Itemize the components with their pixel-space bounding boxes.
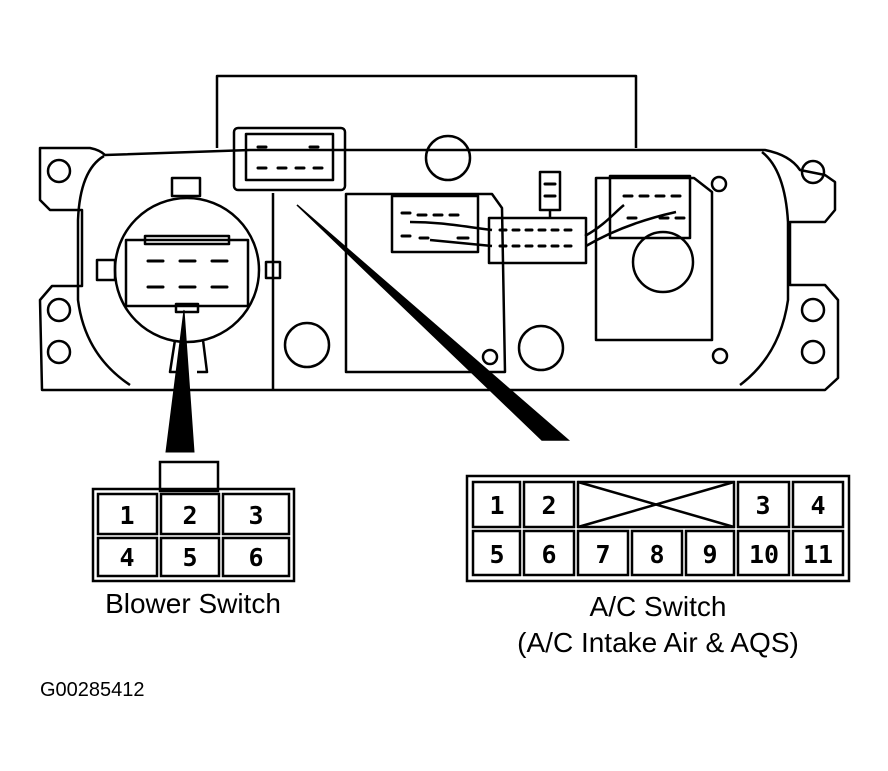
figure-id: G00285412 [40,679,145,701]
control-panel-housing [38,74,840,392]
wiring-harness [409,204,677,248]
connector-pin-marks [146,145,686,289]
ac-switch-connector [465,474,851,583]
ac-pin: 2 [541,491,556,520]
ac-pin: 1 [489,491,504,520]
blower-pin: 3 [248,501,263,530]
blower-pin: 2 [182,501,197,530]
ac-switch-sublabel: (A/C Intake Air & AQS) [517,627,799,658]
blower-switch-connector [91,460,296,583]
blower-pin: 4 [119,543,134,572]
ac-pin: 8 [649,540,664,569]
blower-pin: 5 [182,543,197,572]
ac-pin: 4 [810,491,825,520]
ac-pin: 9 [702,540,717,569]
ac-pin-numbers: 1 2 3 4 5 6 7 8 9 10 11 [489,491,833,569]
blower-switch-label: Blower Switch [105,588,281,619]
ac-pin: 11 [803,540,833,569]
ac-pin: 10 [749,540,779,569]
ac-pin: 6 [541,540,556,569]
ac-pin: 3 [755,491,770,520]
ac-switch-label: A/C Switch [589,591,727,622]
blower-pin: 1 [119,501,134,530]
blower-pin: 6 [248,543,263,572]
ac-pin: 5 [489,540,504,569]
blower-pin-numbers: 1 2 3 4 5 6 [119,501,263,572]
ac-pin: 7 [595,540,610,569]
blower-leader-pointer [165,309,195,453]
ac-leader-line [296,204,571,441]
